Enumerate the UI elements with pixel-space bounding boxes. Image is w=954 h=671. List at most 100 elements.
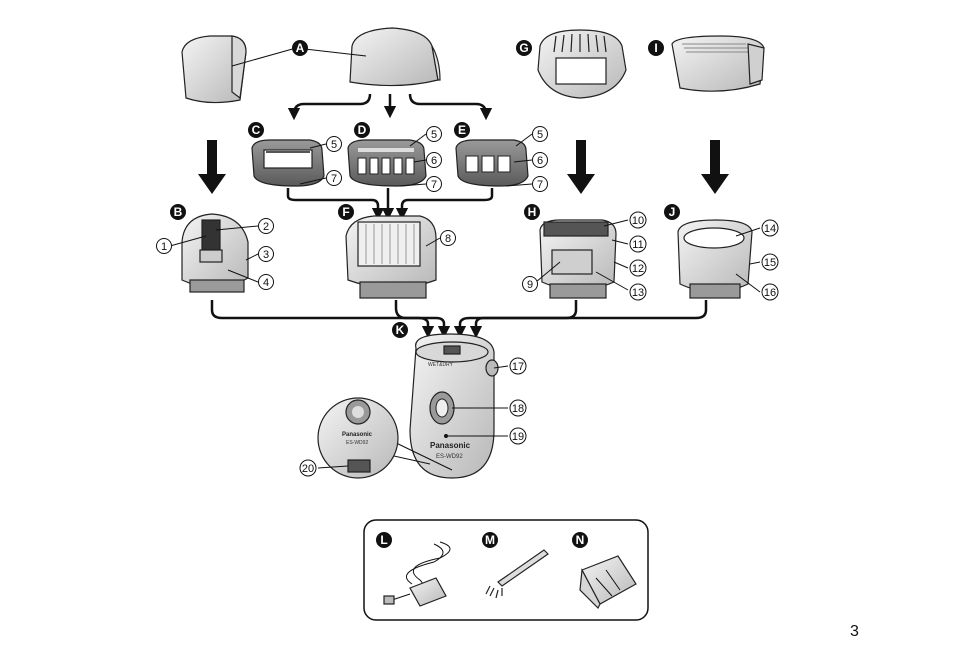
callout-15: 15: [761, 253, 779, 271]
ac-adaptor-l: [383, 541, 451, 607]
shaver-head-h: [539, 219, 617, 299]
svg-text:16: 16: [764, 287, 776, 299]
callout-13: 13: [629, 283, 647, 301]
down-arrow-a-to-b: [198, 140, 226, 194]
callout-17: 17: [509, 357, 527, 375]
svg-text:E: E: [458, 123, 466, 137]
svg-text:5: 5: [331, 139, 337, 151]
svg-text:20: 20: [302, 463, 314, 475]
badge-n: N: [572, 532, 588, 548]
callout-16: 16: [761, 283, 779, 301]
callout-5-c: 5: [326, 136, 342, 152]
pouch-n: [579, 555, 637, 610]
callout-20: 20: [299, 459, 317, 477]
callout-3: 3: [258, 246, 274, 262]
svg-text:I: I: [654, 41, 657, 55]
model-label: ES-WD92: [436, 454, 463, 460]
svg-text:9: 9: [527, 279, 533, 291]
callout-18: 18: [509, 399, 527, 417]
callout-8: 8: [440, 230, 456, 246]
badge-a: A: [292, 40, 308, 56]
callout-7-e: 7: [532, 176, 548, 192]
inset-brand-label: Panasonic: [342, 432, 373, 438]
svg-text:1: 1: [161, 241, 167, 253]
main-body-k: WET&DRY Panasonic ES-WD92: [409, 333, 499, 479]
svg-text:4: 4: [263, 277, 269, 289]
svg-text:6: 6: [537, 155, 543, 167]
svg-text:15: 15: [764, 257, 776, 269]
svg-text:F: F: [342, 205, 349, 219]
badge-l: L: [376, 532, 392, 548]
protective-cap-a-front-view: [349, 27, 441, 87]
callout-6-d: 6: [426, 152, 442, 168]
brand-label: Panasonic: [430, 441, 471, 450]
svg-text:5: 5: [431, 129, 437, 141]
callout-7-c: 7: [326, 170, 342, 186]
svg-text:17: 17: [512, 361, 524, 373]
trimmer-comb-g: [537, 29, 627, 99]
bottom-view-inset: Panasonic ES-WD92: [317, 397, 453, 479]
head-label: WET&DRY: [428, 362, 454, 368]
svg-text:18: 18: [512, 403, 524, 415]
svg-text:7: 7: [537, 179, 543, 191]
svg-text:M: M: [485, 533, 495, 547]
callout-6-e: 6: [532, 152, 548, 168]
svg-text:B: B: [174, 205, 183, 219]
svg-text:7: 7: [431, 179, 437, 191]
badge-b: B: [170, 204, 186, 220]
svg-text:8: 8: [445, 233, 451, 245]
epilation-head-c: [251, 139, 325, 187]
badge-d: D: [354, 122, 370, 138]
cleaning-brush-m: [485, 549, 549, 599]
epilation-head-d: [347, 139, 427, 187]
page-number: 3: [850, 623, 859, 640]
callout-9: 9: [522, 276, 538, 292]
svg-text:A: A: [296, 41, 305, 55]
protective-cap-a-side-view: [181, 35, 247, 104]
svg-text:G: G: [519, 41, 528, 55]
down-arrow-g-to-h: [567, 140, 595, 194]
svg-text:6: 6: [431, 155, 437, 167]
svg-text:13: 13: [632, 287, 644, 299]
svg-text:H: H: [528, 205, 537, 219]
badge-f: F: [338, 204, 354, 220]
callout-leader-lines: [169, 133, 761, 469]
callout-11: 11: [629, 235, 647, 253]
callout-10: 10: [629, 211, 647, 229]
badge-c: C: [248, 122, 264, 138]
svg-text:C: C: [252, 123, 261, 137]
down-arrow-i-to-j: [701, 140, 729, 194]
svg-text:J: J: [669, 205, 676, 219]
svg-text:2: 2: [263, 221, 269, 233]
svg-text:7: 7: [331, 173, 337, 185]
svg-text:14: 14: [764, 223, 776, 235]
badge-g: G: [516, 40, 532, 56]
callout-2: 2: [258, 218, 274, 234]
callout-19: 19: [509, 427, 527, 445]
badge-e: E: [454, 122, 470, 138]
svg-text:3: 3: [263, 249, 269, 261]
svg-text:N: N: [576, 533, 585, 547]
svg-text:10: 10: [632, 215, 644, 227]
svg-text:K: K: [396, 323, 405, 337]
cap-head-j: [677, 219, 753, 299]
callout-12: 12: [629, 259, 647, 277]
callout-4: 4: [258, 274, 274, 290]
callout-5-e: 5: [532, 126, 548, 142]
epilator-head-f: [345, 215, 437, 299]
svg-text:12: 12: [632, 263, 644, 275]
svg-text:19: 19: [512, 431, 524, 443]
badge-i: I: [648, 40, 664, 56]
head-b: [181, 213, 249, 293]
callout-7-d: 7: [426, 176, 442, 192]
callout-1: 1: [156, 238, 172, 254]
svg-text:L: L: [380, 533, 387, 547]
badge-k: K: [392, 322, 408, 338]
svg-text:5: 5: [537, 129, 543, 141]
badge-j: J: [664, 204, 680, 220]
epilation-head-e: [455, 139, 529, 187]
inset-model-label: ES-WD92: [346, 440, 368, 446]
svg-text:D: D: [358, 123, 367, 137]
shaver-cap-i: [671, 35, 765, 92]
